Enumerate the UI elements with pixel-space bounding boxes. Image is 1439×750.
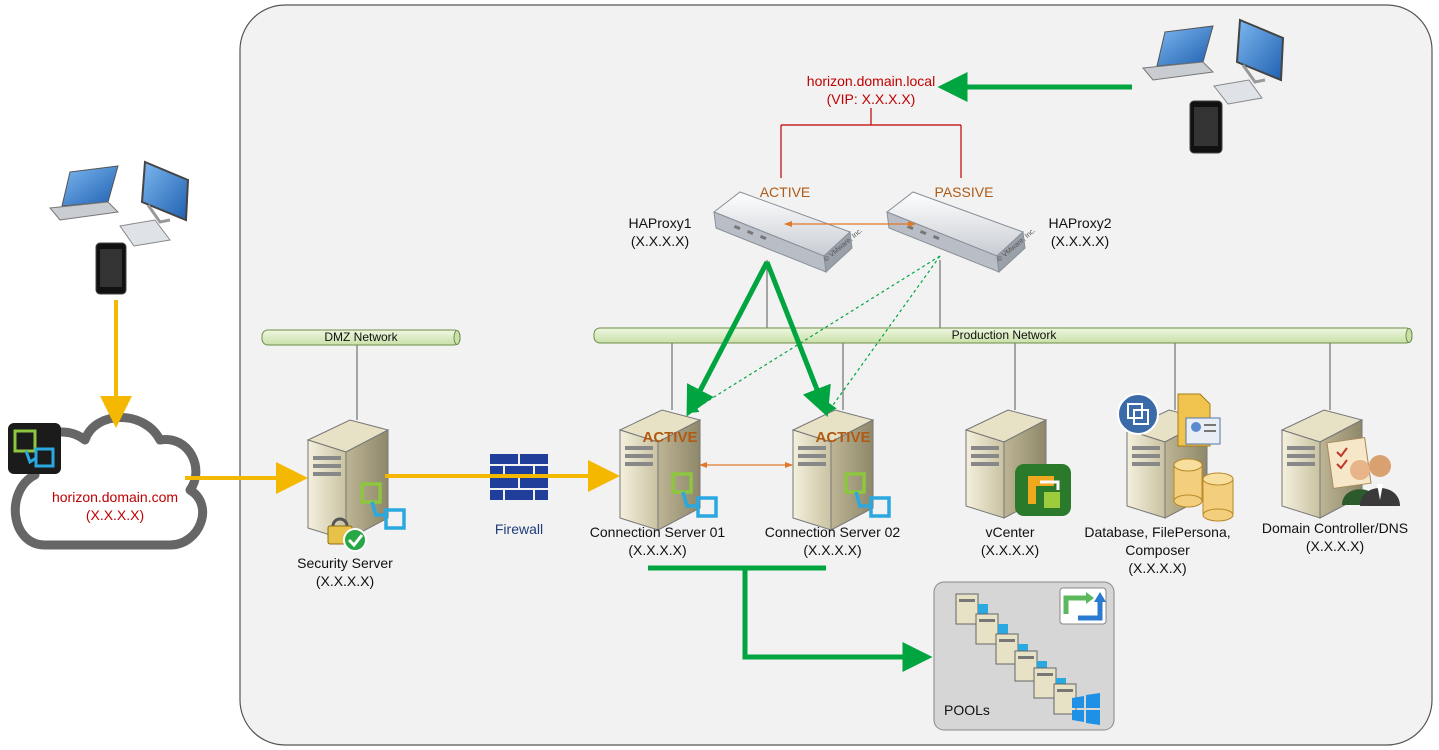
- right-client-devices: [1142, 18, 1285, 154]
- windows-logo-icon: [1072, 693, 1100, 725]
- vip-hostname: horizon.domain.local: [806, 73, 936, 89]
- cs2-name: Connection Server 02: [764, 524, 901, 540]
- database-label: Database, FilePersona, Composer (X.X.X.X…: [1070, 523, 1245, 577]
- cs1-state: ACTIVE: [642, 429, 698, 446]
- cloud-label: horizon.domain.com (X.X.X.X): [20, 488, 210, 524]
- pools-label: POOLs: [944, 702, 990, 718]
- dmz-network-label: DMZ Network: [324, 330, 398, 344]
- file-persona-icon: [1177, 393, 1221, 447]
- haproxy2-name: HAProxy2: [1048, 215, 1112, 231]
- connection-server-02-tower: [791, 409, 875, 531]
- security-server-name: Security Server: [297, 555, 393, 571]
- database-cylinders-icon: [1173, 458, 1234, 522]
- production-network-label: Production Network: [951, 328, 1057, 342]
- internal-flow-arrows: [648, 72, 1132, 672]
- cs1-view-icon: [671, 472, 718, 518]
- database-line1: Database, FilePersona,: [1084, 524, 1231, 540]
- security-server-ip: (X.X.X.X): [315, 573, 375, 589]
- haproxy1-ip: (X.X.X.X): [630, 233, 690, 249]
- composer-icon: [1117, 393, 1159, 435]
- security-server-lock-icon: [327, 517, 367, 552]
- cs1-label: Connection Server 01 (X.X.X.X): [575, 523, 740, 559]
- cloud-ip: (X.X.X.X): [85, 507, 145, 523]
- haproxy1-label: HAProxy1 (X.X.X.X): [610, 214, 710, 250]
- security-server-tower: [306, 419, 390, 541]
- domain-users-icon: [1326, 437, 1400, 506]
- datacenter-panel: [239, 4, 1433, 746]
- haproxy1-appliance: [712, 191, 853, 274]
- cs1-name: Connection Server 01: [589, 524, 726, 540]
- haproxy1-name: HAProxy1: [628, 215, 692, 231]
- dc-name: Domain Controller/DNS: [1261, 520, 1409, 536]
- cs2-ip: (X.X.X.X): [803, 542, 862, 558]
- security-server-view-icon: [360, 482, 406, 530]
- dmz-network-bar: [261, 329, 461, 346]
- haproxy2-appliance: [885, 191, 1026, 274]
- cs2-view-icon: [844, 472, 891, 518]
- sync-arrows: [699, 221, 916, 468]
- database-ip: (X.X.X.X): [1128, 560, 1187, 576]
- haproxy2-state: PASSIVE: [934, 184, 994, 200]
- pool-desktops-icon: [955, 593, 1077, 715]
- cs2-label: Connection Server 02 (X.X.X.X): [750, 523, 915, 559]
- cloud-hostname: horizon.domain.com: [51, 489, 179, 505]
- horizon-logo-icon: [8, 423, 61, 474]
- vcenter-ip: (X.X.X.X): [980, 542, 1040, 558]
- vcenter-name: vCenter: [985, 524, 1035, 540]
- vip-address: (VIP: X.X.X.X): [826, 91, 916, 107]
- vip-lines: [780, 108, 962, 178]
- security-server-label: Security Server (X.X.X.X): [275, 554, 415, 590]
- vcenter-label: vCenter (X.X.X.X): [955, 523, 1065, 559]
- vcenter-logo-icon: [1015, 464, 1071, 516]
- network-drops: [356, 260, 1331, 420]
- cs2-state: ACTIVE: [815, 429, 871, 446]
- connection-server-01-tower: [618, 409, 702, 531]
- dc-label: Domain Controller/DNS (X.X.X.X): [1250, 519, 1420, 555]
- haproxy2-ip: (X.X.X.X): [1050, 233, 1110, 249]
- left-client-devices: [49, 160, 190, 295]
- cs1-ip: (X.X.X.X): [628, 542, 687, 558]
- dc-ip: (X.X.X.X): [1305, 538, 1365, 554]
- database-line2: Composer: [1125, 542, 1190, 558]
- haproxy2-label: HAProxy2 (X.X.X.X): [1030, 214, 1130, 250]
- firewall-label: Firewall: [494, 521, 544, 537]
- external-flow-arrows: [100, 300, 620, 494]
- vip-label: horizon.domain.local (VIP: X.X.X.X): [771, 72, 971, 108]
- haproxy1-state: ACTIVE: [759, 184, 811, 200]
- refresh-sync-icon: [1059, 587, 1107, 625]
